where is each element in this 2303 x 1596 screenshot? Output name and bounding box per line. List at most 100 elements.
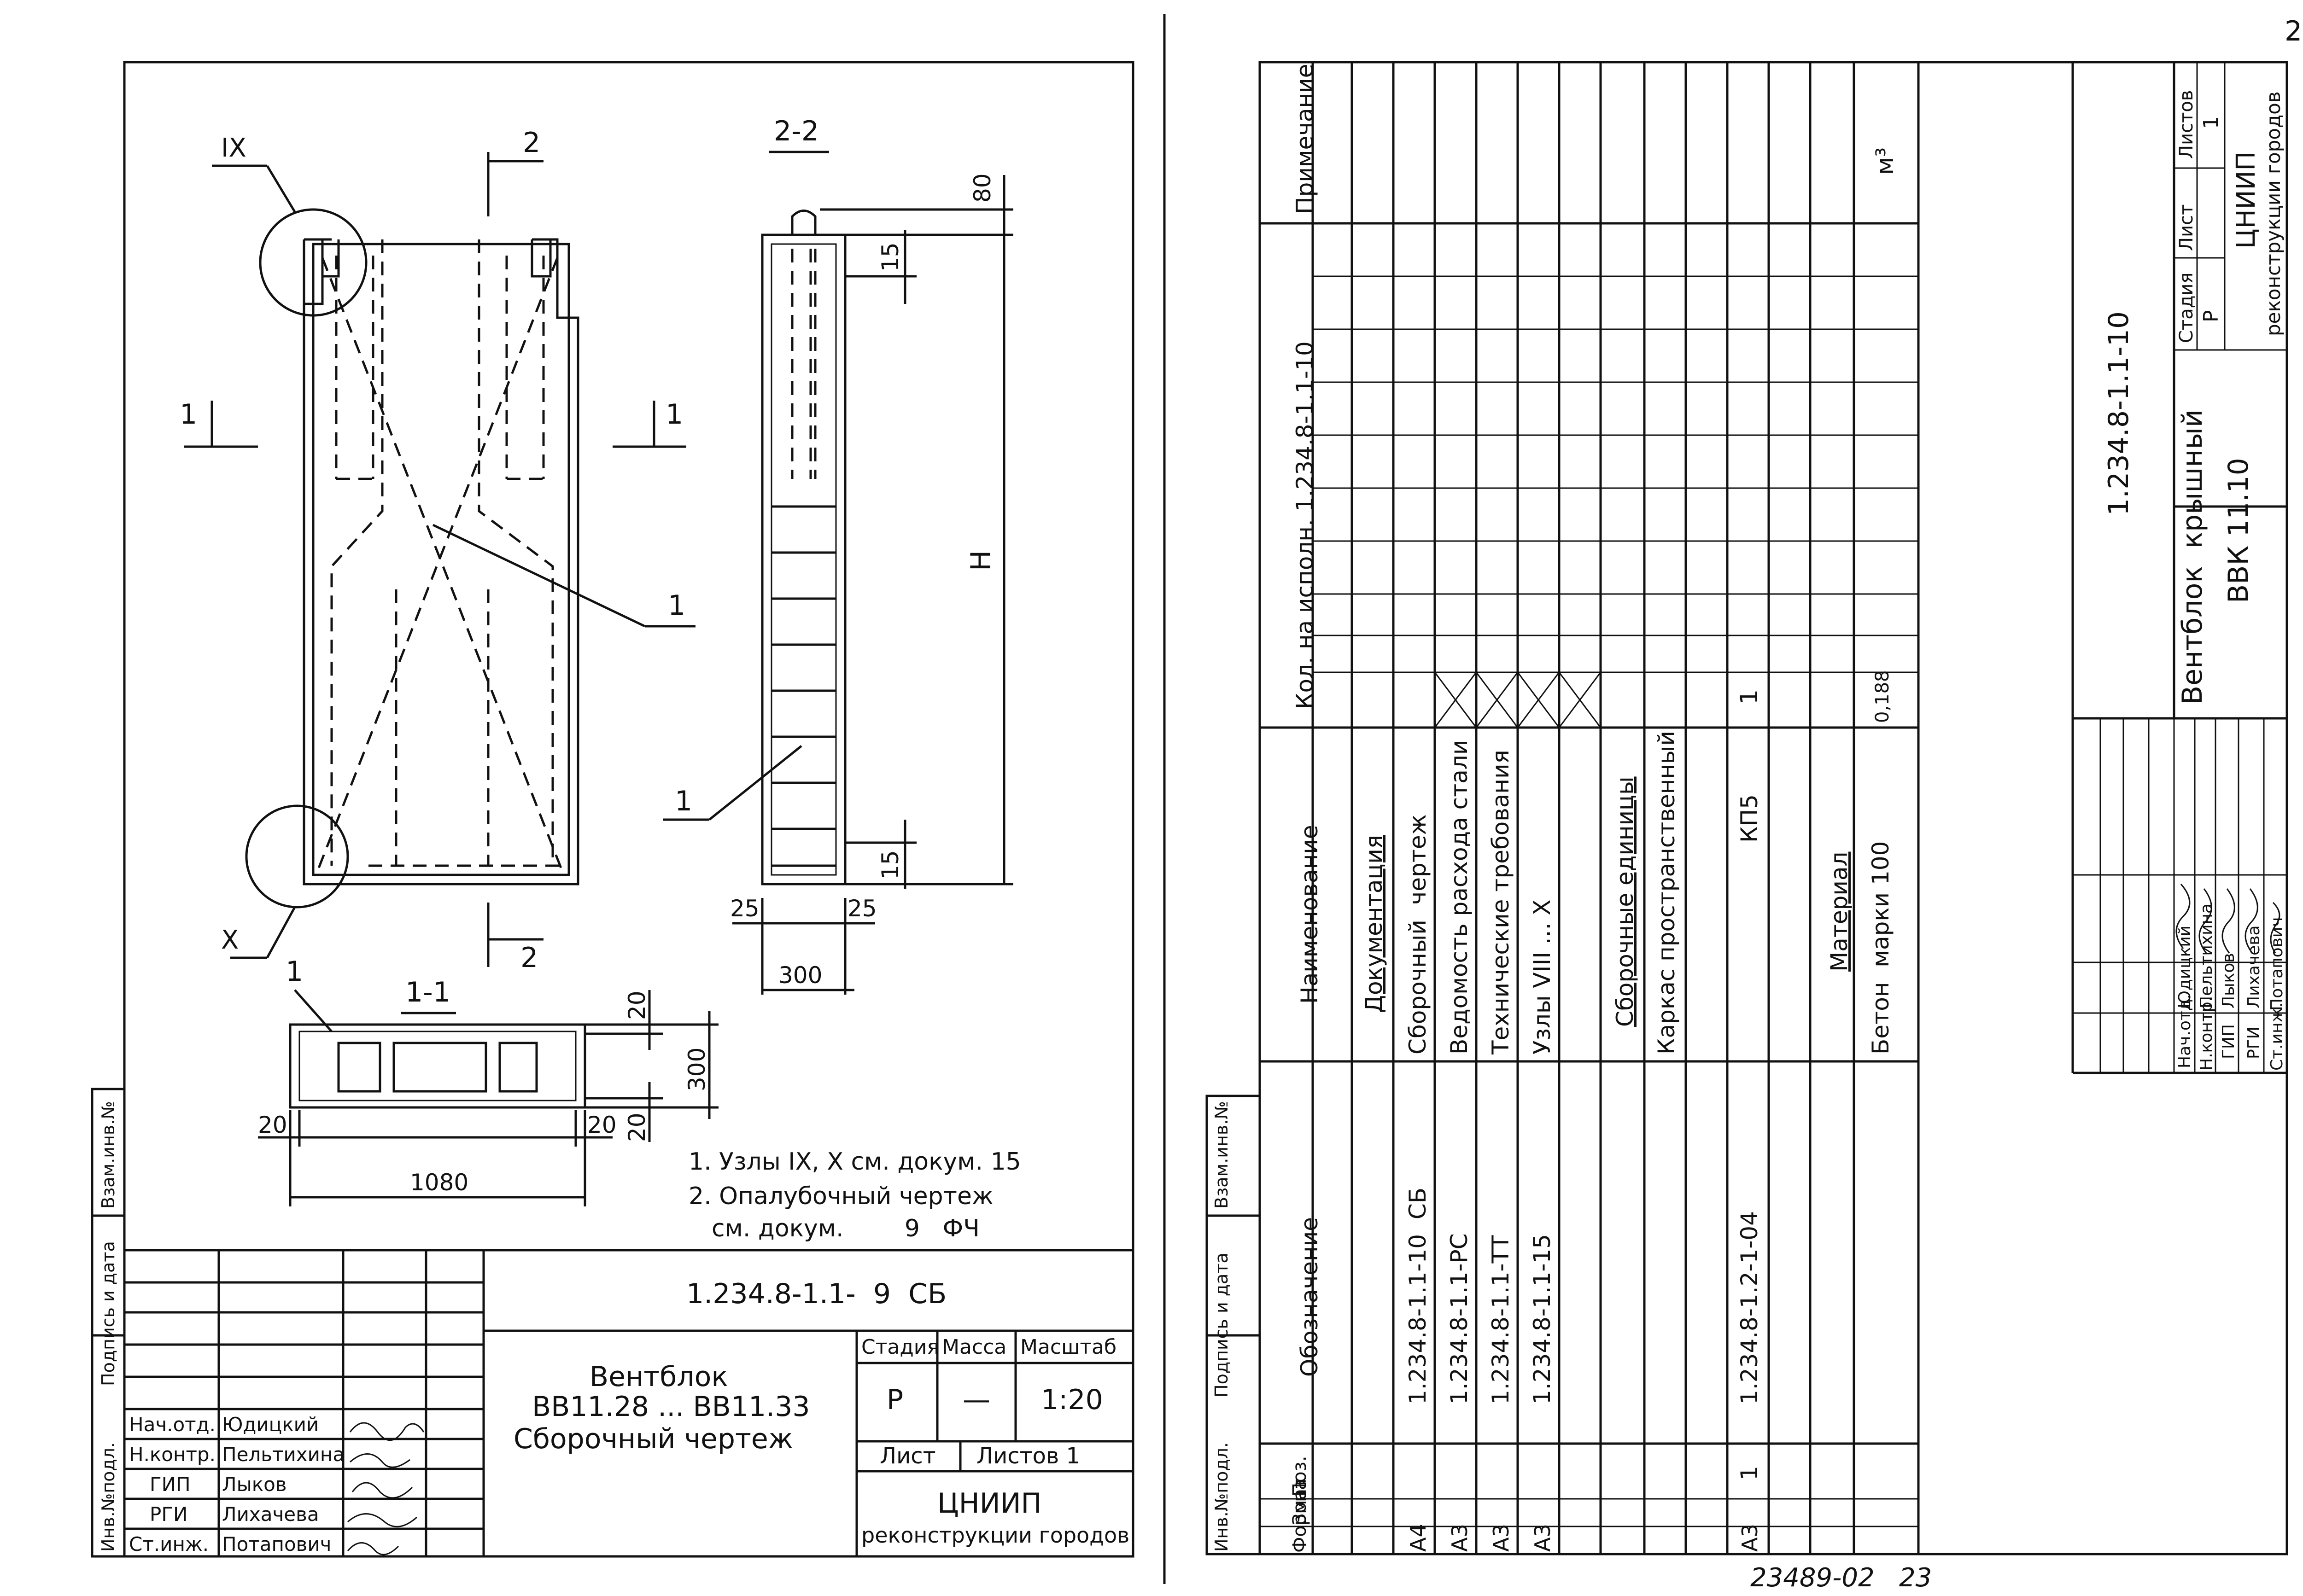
signer-role: ГИП	[2219, 1024, 2238, 1059]
signer-name: Лыков	[2219, 953, 2238, 1008]
signer-name: Потапович	[2268, 917, 2286, 1011]
spec-row-format: А3	[1737, 1524, 1762, 1552]
right-stage-label: Стадия	[2176, 273, 2197, 343]
left-title-line3: Сборочный чертеж	[514, 1423, 793, 1455]
spec-row-note: м³	[1871, 147, 1899, 175]
right-org-name-line2: реконструкции городов	[2262, 91, 2285, 336]
left-sheet: Взам.инв.№ Подпись и дата Инв.№подл.	[91, 14, 1166, 1584]
dim-15-bottom: 15	[877, 850, 904, 880]
sheets-label: Листов 1	[976, 1443, 1080, 1469]
note-2: 2. Опалубочный чертеж	[689, 1182, 994, 1210]
spec-row-format: А3	[1489, 1524, 1514, 1552]
right-org-name: ЦНИИП	[2231, 151, 2261, 249]
left-side-stamp: Взам.инв.№ Подпись и дата Инв.№подл.	[91, 1088, 126, 1558]
left-title-block: 1.234.8-1.1- 9 СБ Стадия Масса Масштаб Р…	[124, 1249, 1133, 1556]
node-ix-circle	[259, 208, 368, 317]
header-note: Примечание	[1292, 64, 1318, 214]
dim-300-side: 300	[684, 1048, 710, 1091]
signature	[347, 1542, 399, 1555]
right-sheet: Взам.инв.№ Подпись и дата Инв.№подл.	[1205, 61, 2288, 1593]
right-stage-value: Р	[2199, 310, 2223, 322]
header-qty: Кол. на исполн. 1.234.8-1.1-10	[1292, 341, 1318, 709]
spec-row-qty: 1	[1736, 689, 1763, 705]
right-sheets-value: 1	[2199, 116, 2223, 129]
left-title-line1: Вентблок	[590, 1361, 728, 1393]
sheet-label: Лист	[880, 1443, 936, 1469]
left-stamp-podpis: Подпись и дата	[98, 1241, 118, 1386]
signer-role: ГИП	[150, 1473, 191, 1496]
signer-name: Пельтихина	[222, 1443, 345, 1466]
dim-20-right: 20	[587, 1112, 617, 1138]
main-elevation-view: IX X 1 1 1 2 2	[180, 127, 696, 974]
dim-20-top: 20	[624, 990, 650, 1020]
signer-name: Юдицкий	[222, 1413, 319, 1436]
dim-h: Н	[965, 550, 997, 571]
dim-15-top: 15	[877, 242, 904, 272]
dim-300-bottom: 300	[778, 962, 822, 989]
node-x-circle	[245, 804, 349, 909]
spec-row-name: Ведомость расхода стали	[1446, 740, 1473, 1054]
mass-value: —	[963, 1384, 990, 1416]
signature	[347, 1513, 417, 1527]
right-stamp-podpis: Подпись и дата	[1211, 1252, 1232, 1398]
spec-row-designation: 1.234.8-1.1-10 СБ	[1404, 1188, 1431, 1404]
section-1-left: 1	[180, 398, 197, 431]
page-number: 22	[2285, 15, 2303, 47]
section-1-1-view: 1-1 1 300 20 20 20 20	[258, 955, 719, 1206]
signer-name: Лихачева	[222, 1503, 319, 1526]
note-1: 1. Узлы IX, X см. докум. 15	[689, 1148, 1021, 1176]
scale-value: 1:20	[1041, 1384, 1103, 1416]
header-designation: Обозначение	[1296, 1217, 1323, 1377]
spec-row-pos: 1	[1736, 1466, 1763, 1480]
header-zone: Зона	[1289, 1479, 1310, 1525]
spec-row-format: А3	[1530, 1524, 1555, 1552]
header-pos: Поз.	[1289, 1456, 1310, 1497]
stage-value: Р	[887, 1384, 903, 1416]
dim-20-left: 20	[258, 1112, 287, 1138]
specification-table: Примечание Кол. на исполн. 1.234.8-1.1-1…	[1260, 62, 1920, 1554]
section-1-1-title: 1-1	[405, 976, 450, 1008]
right-doc-code: 1.234.8-1.1-10	[2103, 311, 2135, 516]
right-title-line2: ВВК 11.10	[2222, 458, 2255, 603]
left-sheet-frame	[123, 61, 1134, 1558]
spec-row-name: Сборочный чертеж	[1404, 814, 1431, 1054]
spec-row-designation: 1.234.8-1.1-15	[1529, 1234, 1555, 1404]
spec-row-name: Материал	[1826, 852, 1853, 972]
signer-name: Юдицкий	[2175, 926, 2194, 1008]
spec-row-name: Узлы VIII ... X	[1529, 899, 1555, 1054]
signer-role: Нач.отд.	[2175, 994, 2194, 1068]
signer-role: РГИ	[150, 1503, 187, 1526]
signature	[350, 1453, 410, 1468]
dim-25-left: 25	[730, 895, 760, 922]
spec-row-name: КП5	[1736, 794, 1763, 843]
right-side-stamp: Взам.инв.№ Подпись и дата Инв.№подл.	[1205, 1095, 1261, 1555]
drawing-notes: 1. Узлы IX, X см. докум. 15 2. Опалубочн…	[689, 1148, 1021, 1242]
spec-row-name: Сборочные единицы	[1612, 776, 1638, 1027]
spec-row-qty: 0,188	[1872, 670, 1893, 723]
signature	[2270, 902, 2280, 954]
node-x-label: X	[221, 925, 239, 955]
right-sheet-label: Лист	[2176, 204, 2197, 251]
section-2-bottom: 2	[520, 942, 538, 974]
callout-1-plan: 1	[286, 955, 303, 988]
signer-name: Пельтихина	[2197, 903, 2216, 1008]
signer-role: Нач.отд.	[129, 1413, 216, 1436]
note-2-cont: см. докум. 9 ФЧ	[712, 1215, 980, 1242]
signature	[2198, 888, 2212, 954]
spec-row-format: А4	[1406, 1524, 1431, 1552]
right-title-line1: Вентблок крышный	[2176, 409, 2209, 705]
dim-1080: 1080	[410, 1169, 468, 1196]
left-title-line2: ВВ11.28 ... ВВ11.33	[532, 1391, 810, 1423]
signer-role: Ст.инж.	[2268, 1002, 2286, 1071]
left-doc-code: 1.234.8-1.1- 9 СБ	[686, 1278, 947, 1310]
spec-row-designation: 1.234.8-1.2-1-04	[1736, 1211, 1763, 1404]
spec-row-name: Каркас пространственный	[1653, 731, 1680, 1054]
spec-row-designation: 1.234.8-1.1-РС	[1446, 1233, 1473, 1404]
header-name: Наименование	[1296, 825, 1323, 1004]
signature	[349, 1422, 425, 1441]
signature	[351, 1482, 413, 1499]
signer-role: Н.контр.	[129, 1443, 216, 1466]
spec-row-name: Технические требования	[1487, 750, 1514, 1055]
dim-25-right: 25	[848, 895, 877, 922]
